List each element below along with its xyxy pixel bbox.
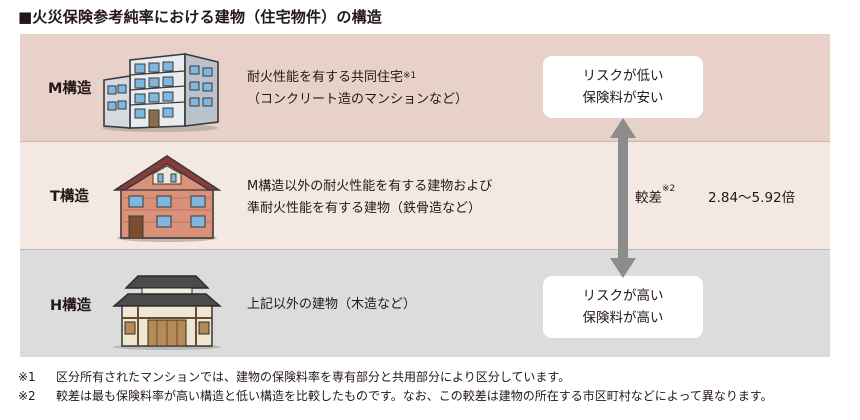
row-divider [20, 249, 830, 250]
low-risk-line2: 保険料が安い [582, 90, 664, 106]
t-desc-line1: M構造以外の耐火性能を有する建物および [247, 179, 493, 194]
t-desc-line2: 準耐火性能を有する建物（鉄骨造など） [247, 201, 482, 216]
high-risk-box: リスクが高い 保険料が高い [543, 276, 703, 338]
double-arrow-icon [610, 118, 636, 278]
brick-house-icon [113, 155, 221, 242]
low-risk-line1: リスクが低い [582, 68, 664, 84]
m-desc-line2: （コンクリート造のマンションなど） [247, 92, 469, 107]
footnote-text: 較差は最も保険料率が高い構造と低い構造を比較したものです。なお、この較差は建物の… [56, 389, 773, 403]
high-risk-line2: 保険料が高い [582, 310, 664, 326]
footnote-mark: ※2 [18, 389, 36, 403]
h-structure-label: H構造 [50, 298, 92, 314]
m-structure-description: 耐火性能を有する共同住宅※1 （コンクリート造のマンションなど） [247, 67, 468, 111]
wooden-house-icon [112, 275, 222, 350]
footnote-1: ※1 区分所有されたマンションでは、建物の保険料率を専有部分と共用部分により区分し… [18, 368, 570, 385]
difference-value: 2.84〜5.92倍 [708, 190, 796, 206]
m-desc-line1: 耐火性能を有する共同住宅 [247, 70, 404, 85]
row-divider [20, 141, 830, 142]
difference-label: 較差※2 [635, 184, 676, 206]
h-desc-line1: 上記以外の建物（木造など） [247, 297, 417, 312]
h-structure-description: 上記以外の建物（木造など） [247, 294, 416, 316]
t-structure-description: M構造以外の耐火性能を有する建物および 準耐火性能を有する建物（鉄骨造など） [247, 176, 492, 220]
footnote-mark: ※1 [18, 370, 36, 384]
apartment-building-icon [102, 52, 219, 132]
footnote-text: 区分所有されたマンションでは、建物の保険料率を専有部分と共用部分により区分してい… [56, 370, 571, 384]
footnote-ref-2: ※2 [662, 184, 676, 194]
m-structure-label: M構造 [48, 81, 92, 97]
t-structure-label: T構造 [50, 189, 89, 205]
footnote-ref-1: ※1 [403, 71, 417, 81]
low-risk-box: リスクが低い 保険料が安い [543, 56, 703, 118]
footnote-2: ※2 較差は最も保険料率が高い構造と低い構造を比較したものです。なお、この較差は建… [18, 387, 773, 404]
page-title: ■火災保険参考純率における建物（住宅物件）の構造 [18, 8, 382, 26]
high-risk-line1: リスクが高い [582, 288, 664, 304]
